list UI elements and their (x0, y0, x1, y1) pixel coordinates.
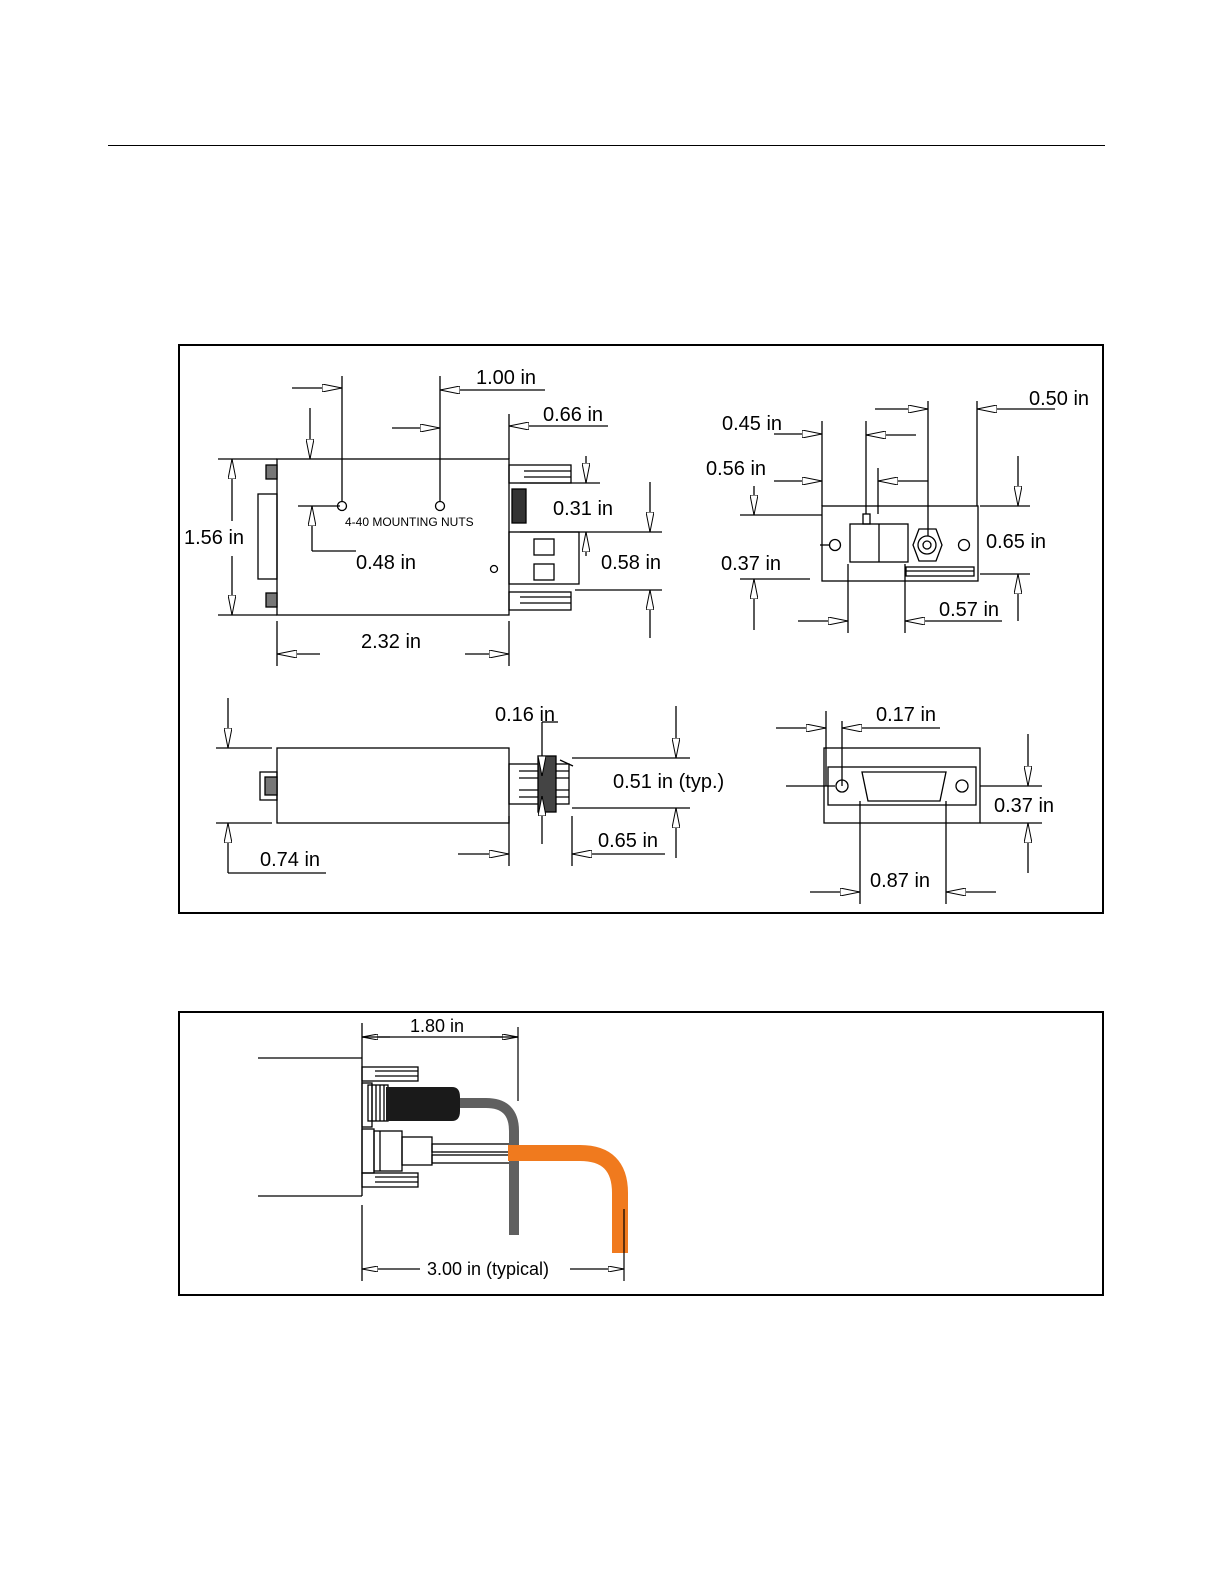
dim-0-58: 0.58 in (601, 552, 661, 574)
dim-0-31: 0.31 in (553, 498, 613, 520)
fiber-connector (509, 465, 571, 483)
dim-0-65-end: 0.65 in (986, 531, 1046, 553)
mounting-hole (436, 502, 445, 511)
dim-0-65-side: 0.65 in (598, 830, 658, 852)
knurled-nut (368, 1085, 388, 1121)
dim-0-56: 0.56 in (706, 458, 766, 480)
dim-0-37-db: 0.37 in (994, 795, 1054, 817)
dim-0-17: 0.17 in (876, 704, 936, 726)
jackscrew-hole (956, 780, 968, 792)
fiber-connector-body (374, 1131, 402, 1171)
dim-2-32: 2.32 in (361, 631, 421, 653)
dimension-drawing: 4-40 MOUNTING NUTS 1.56 in 1.00 in 0.66 … (180, 346, 1106, 916)
connector-boot (386, 1087, 460, 1121)
dim-0-48: 0.48 in (356, 552, 416, 574)
electrical-cable (450, 1103, 514, 1235)
dim-0-16: 0.16 in (495, 704, 555, 726)
header-rule (108, 145, 1105, 146)
dim-3-00: 3.00 in (typical) (427, 1259, 549, 1279)
dim-1-56: 1.56 in (184, 527, 244, 549)
dim-0-37-end: 0.37 in (721, 553, 781, 575)
db-connector-stub (258, 494, 277, 579)
db-shell (862, 772, 946, 801)
mounting-nuts-note: 4-40 MOUNTING NUTS (345, 515, 474, 529)
dim-1-00: 1.00 in (476, 367, 536, 389)
fiber-cable (508, 1153, 620, 1253)
dim-0-87: 0.87 in (870, 870, 930, 892)
module-body-side (277, 748, 509, 823)
dim-0-51: 0.51 in (typ.) (613, 771, 724, 793)
end-view-fiber (740, 401, 1055, 633)
dim-0-50: 0.50 in (1029, 388, 1089, 410)
cable-clearance-drawing: 1.80 in 3.00 in (typical) (180, 1013, 1106, 1298)
fiber-connector (509, 592, 571, 610)
dim-0-66: 0.66 in (543, 404, 603, 426)
dim-0-57: 0.57 in (939, 599, 999, 621)
cable-clearance-panel: 1.80 in 3.00 in (typical) (178, 1011, 1104, 1296)
dimension-drawing-panel: 4-40 MOUNTING NUTS 1.56 in 1.00 in 0.66 … (178, 344, 1104, 914)
dim-0-74: 0.74 in (260, 849, 320, 871)
dim-0-45: 0.45 in (722, 413, 782, 435)
dim-1-80: 1.80 in (410, 1016, 464, 1036)
end-face (822, 506, 978, 581)
